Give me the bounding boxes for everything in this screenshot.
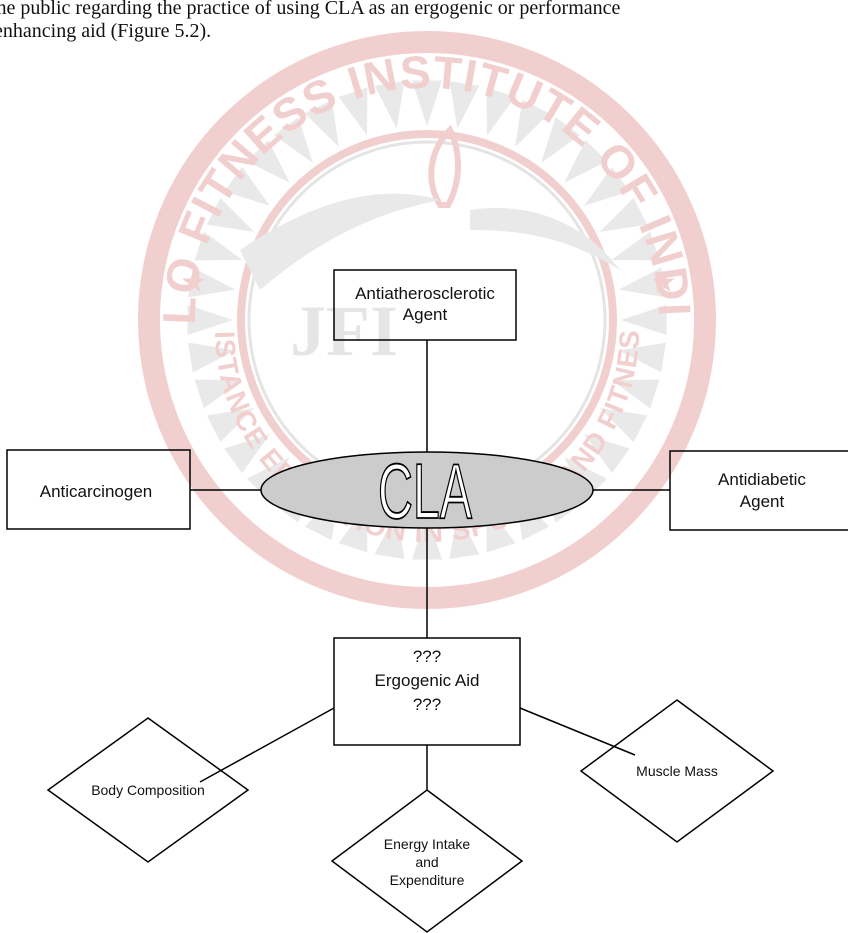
antiatherosclerotic-label-line2: Agent (403, 305, 448, 324)
watermark-triangle (621, 304, 667, 336)
watermark-triangle (206, 197, 255, 232)
watermark-swoosh-left-icon (240, 193, 440, 290)
watermark-triangle (304, 99, 339, 148)
watermark-triangle (583, 434, 630, 473)
antiatherosclerotic-box-frame (333, 269, 517, 341)
paragraph-line-1: the public regarding the practice of usi… (0, 0, 621, 19)
watermark-triangle (411, 80, 443, 126)
antidiabetic-label-line1: Antidiabetic (718, 470, 806, 489)
body-composition-diamond: Body Composition (46, 717, 250, 863)
watermark-star-left-icon: ★ (180, 265, 207, 300)
watermark-triangle (449, 81, 480, 129)
watermark-triangle (618, 342, 666, 373)
watermark-triangle (611, 231, 660, 261)
ergogenic-aid-box: ??? Ergogenic Aid ??? (333, 637, 521, 746)
connector-lines (190, 340, 670, 790)
antiatherosclerotic-label-line1: Antiatherosclerotic (355, 284, 495, 303)
anticarcinogen-label: Anticarcinogen (40, 482, 152, 501)
watermark-triangle (486, 87, 516, 136)
watermark-triangle (224, 167, 271, 206)
watermark-triangle (564, 139, 608, 183)
anticarcinogen-box-frame (6, 449, 191, 530)
muscle-mass-diamond: Muscle Mass (579, 699, 775, 843)
watermark-figure-icon (428, 124, 461, 208)
watermark-triangle (611, 379, 660, 409)
energy-intake-label-line2: and (415, 854, 438, 870)
watermark-triangle (515, 99, 550, 148)
watermark-triangle (224, 434, 271, 473)
watermark-triangle (599, 408, 648, 443)
watermark-triangle (188, 342, 236, 373)
cla-ellipse (260, 451, 594, 529)
watermark-triangle (338, 87, 368, 136)
antidiabetic-label-line2: Agent (740, 492, 785, 511)
ergogenic-aid-box-frame (333, 637, 521, 746)
body-composition-label: Body Composition (91, 782, 205, 798)
ergogenic-aid-label-line1: ??? (413, 647, 441, 666)
watermark-triangle (246, 139, 290, 183)
muscle-mass-label: Muscle Mass (636, 763, 718, 779)
body-composition-diamond-shape (46, 717, 250, 863)
connector-diamond-left (199, 707, 335, 783)
antidiabetic-box-frame (669, 450, 848, 531)
antidiabetic-box: Antidiabetic Agent (669, 450, 848, 531)
watermark-triangle (194, 379, 243, 409)
antiatherosclerotic-box: Antiatherosclerotic Agent (333, 269, 517, 341)
energy-intake-label-line1: Energy Intake (384, 836, 471, 852)
cla-label: CLA (378, 447, 473, 535)
watermark-triangle (188, 267, 236, 298)
watermark-triangle (274, 117, 313, 164)
watermark-swoosh-right-icon (470, 208, 620, 270)
watermark-triangle (194, 231, 243, 261)
energy-intake-diamond: Energy Intake and Expenditure (330, 789, 524, 933)
ergogenic-aid-label-line3: ??? (413, 695, 441, 714)
muscle-mass-diamond-shape (579, 699, 775, 843)
ergogenic-aid-label-line2: Ergogenic Aid (375, 671, 480, 690)
watermark-triangle (541, 117, 580, 164)
watermark-triangle (618, 267, 666, 298)
watermark-star-right-icon: ★ (650, 265, 677, 300)
watermark-triangle (206, 408, 255, 443)
watermark-triangle (583, 167, 630, 206)
energy-intake-diamond-shape (330, 789, 524, 933)
paragraph-line-2: enhancing aid (Figure 5.2). (0, 20, 212, 42)
cla-center-node: CLA (260, 446, 594, 536)
watermark-triangle (599, 197, 648, 232)
watermark-logo-text: JFI (290, 291, 398, 371)
watermark-triangle (374, 81, 405, 129)
anticarcinogen-box: Anticarcinogen (6, 449, 191, 530)
energy-intake-label-line3: Expenditure (390, 872, 465, 888)
watermark-triangle (187, 304, 233, 336)
connector-diamond-right (519, 707, 636, 756)
